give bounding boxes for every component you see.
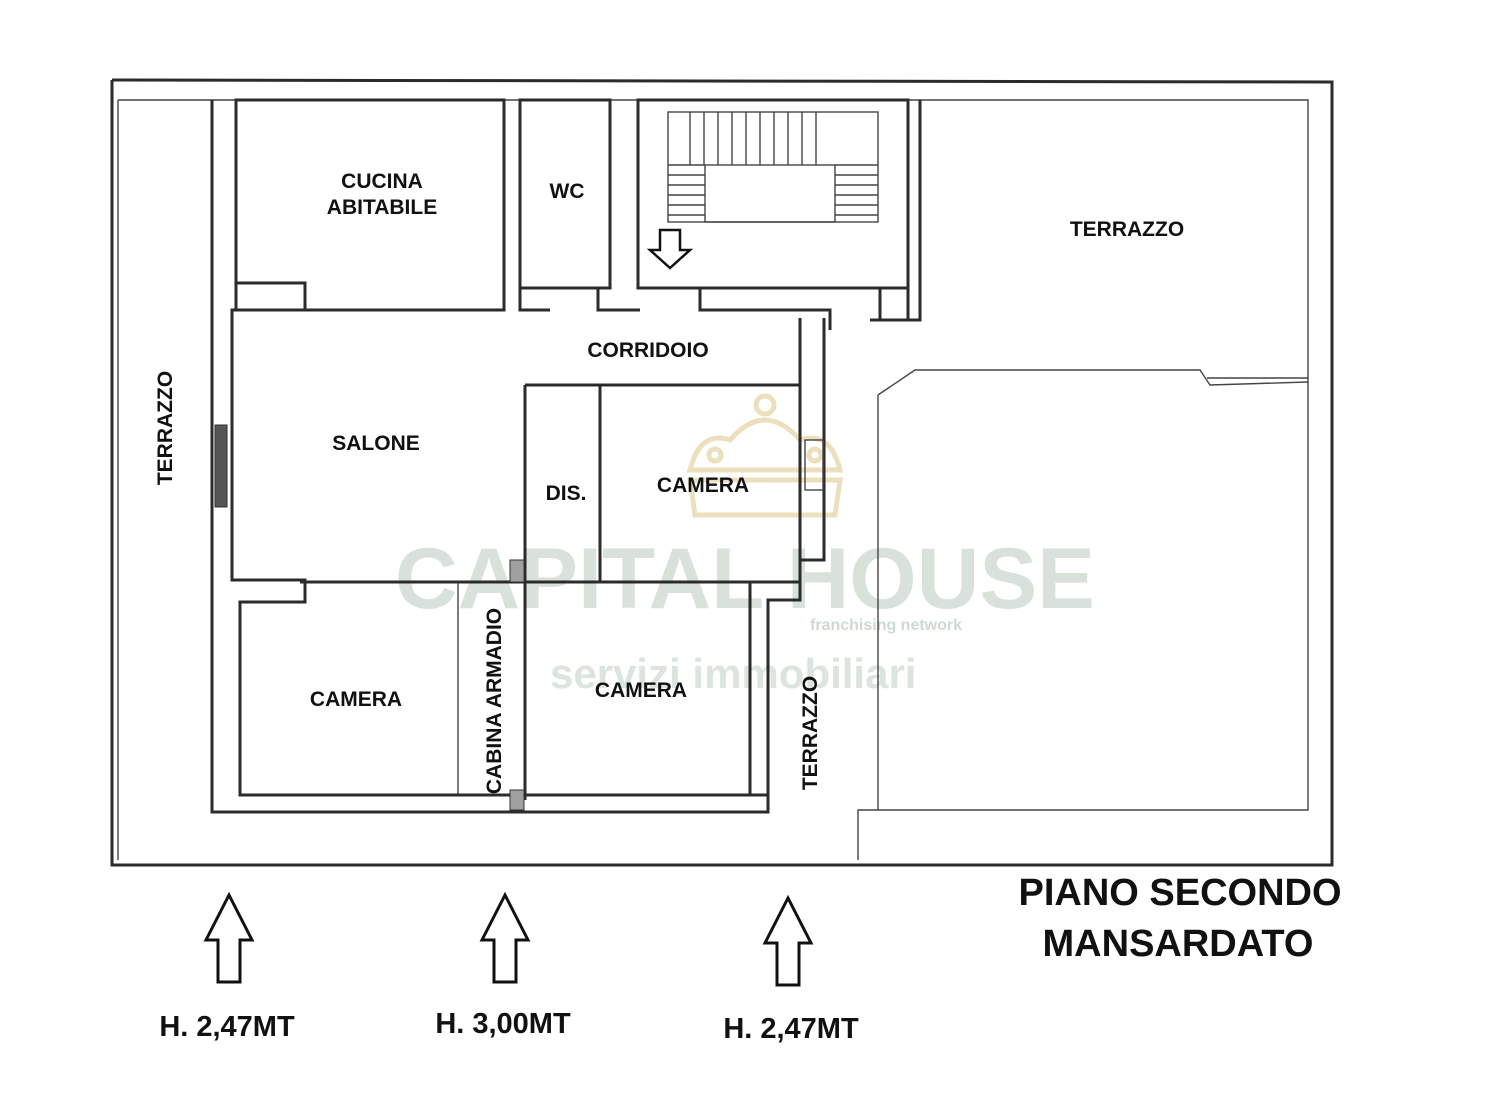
floor-title-line1: PIANO SECONDO xyxy=(1018,872,1341,914)
floor-title-line2: MANSARDATO xyxy=(1043,923,1314,965)
room-label-cabina-armadio: CABINA ARMADIO xyxy=(483,608,506,794)
up-arrow-icon xyxy=(762,894,814,987)
room-label-wc: WC xyxy=(550,180,585,203)
room-label-terrazzo-center: TERRAZZO xyxy=(799,676,822,790)
outer-boundary xyxy=(110,78,1334,867)
watermark-subtitle: servizi immobiliari xyxy=(550,650,916,697)
crown-logo-icon xyxy=(686,393,844,518)
height-arrows xyxy=(203,891,814,987)
window-markers xyxy=(214,424,824,811)
column xyxy=(509,559,525,583)
up-arrow-icon xyxy=(203,891,255,984)
room-label-terrazzo-top-right: TERRAZZO xyxy=(1070,218,1184,241)
height-label-right: H. 2,47MT xyxy=(723,1013,859,1045)
room-label-camera-left: CAMERA xyxy=(310,688,402,711)
room-label-salone: SALONE xyxy=(332,432,420,455)
room-label-cucina-2: ABITABILE xyxy=(327,196,437,219)
room-label-camera-right: CAMERA xyxy=(657,474,749,497)
staircase xyxy=(646,111,879,270)
column xyxy=(509,789,525,811)
apartment-walls xyxy=(210,98,910,814)
height-label-left: H. 2,47MT xyxy=(159,1011,295,1043)
up-arrow-icon xyxy=(479,891,531,984)
room-label-camera-center: CAMERA xyxy=(595,679,687,702)
room-label-corridoio: CORRIDOIO xyxy=(587,339,708,362)
room-label-cucina: CUCINA xyxy=(341,170,423,193)
watermark-tagline: franchising network xyxy=(810,617,962,634)
right-terrace-outline xyxy=(870,100,1309,810)
height-label-center: H. 3,00MT xyxy=(435,1008,571,1040)
room-label-dis: DIS. xyxy=(546,482,587,505)
stair-down-arrow-icon xyxy=(646,228,694,270)
room-label-terrazzo-left: TERRAZZO xyxy=(154,371,177,485)
